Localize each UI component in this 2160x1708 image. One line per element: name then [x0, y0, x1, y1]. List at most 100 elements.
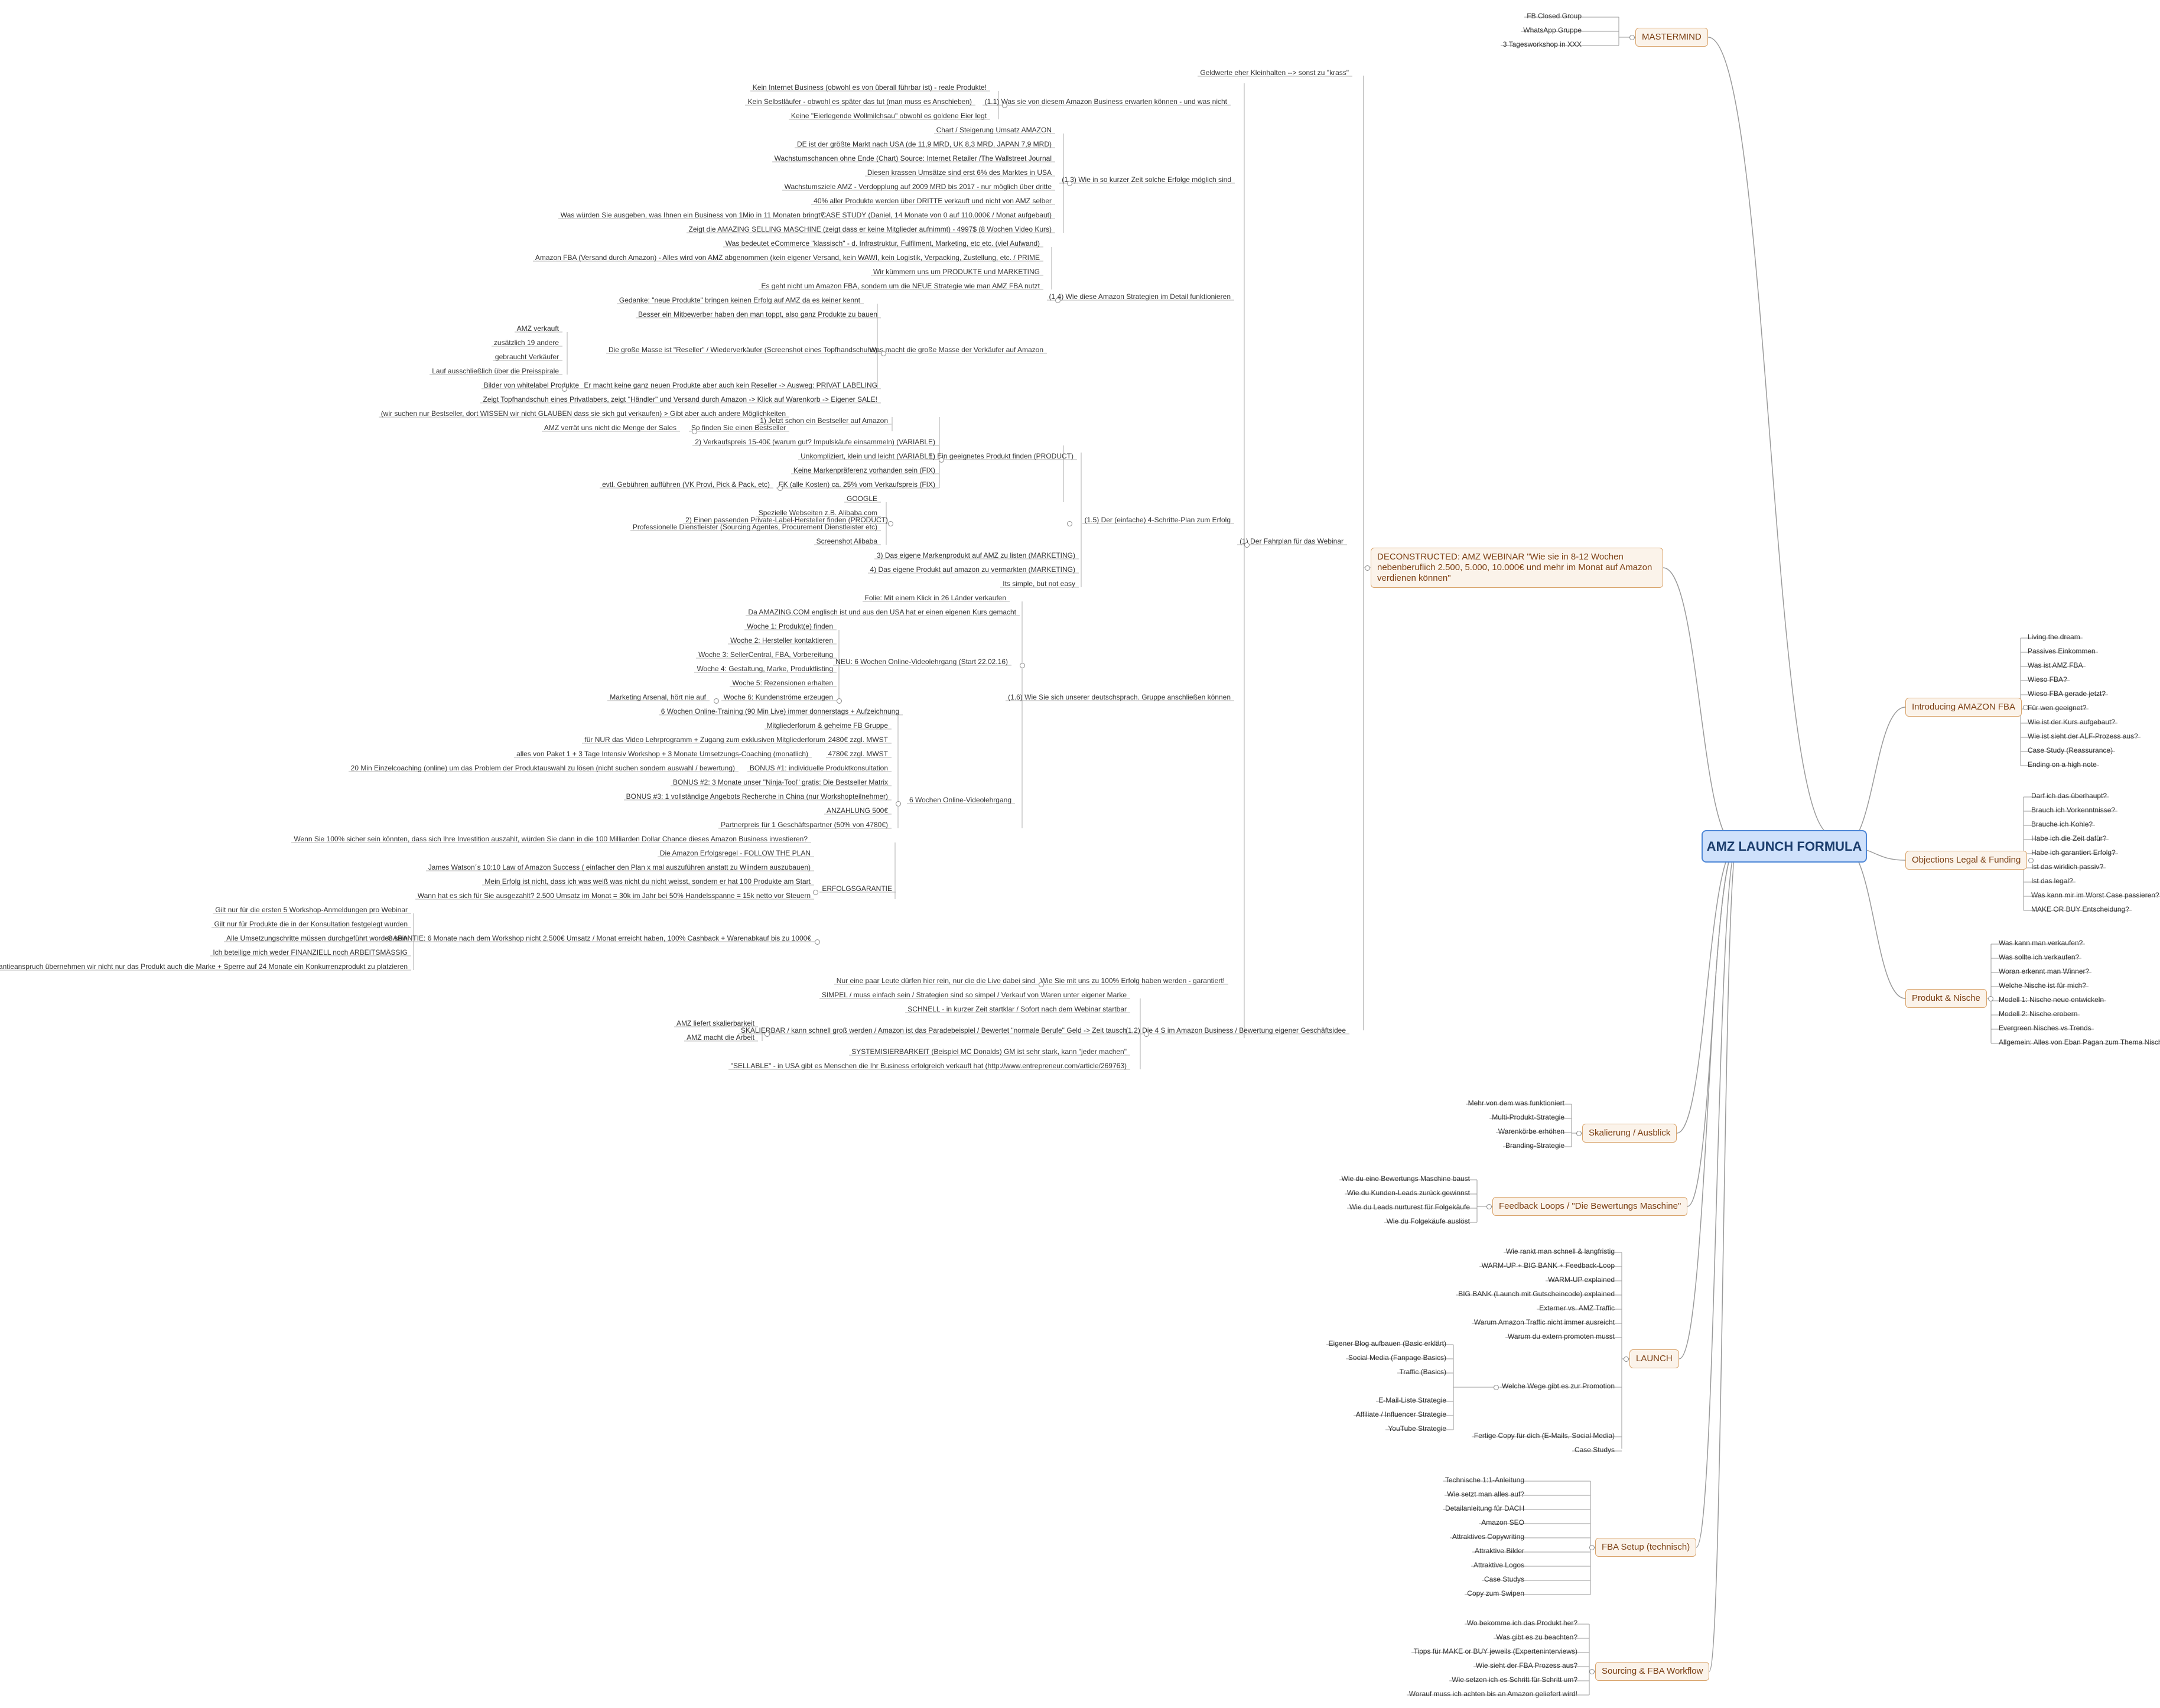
deconstructed-item[interactable]: Folie: Mit einem Klick in 26 Länder verk…	[864, 594, 1006, 602]
introducing-item[interactable]: Für wen geeignet?	[2028, 704, 2087, 712]
deconstructed-item[interactable]: Alle Umsetzungschritte müssen durchgefüh…	[226, 934, 408, 942]
deconstructed-item[interactable]: (1.5) Der (einfache) 4-Schritte-Plan zum…	[1084, 516, 1231, 524]
fba_setup-item[interactable]: Copy zum Swipen	[1467, 1589, 1524, 1598]
collapse-knob[interactable]	[714, 698, 719, 704]
deconstructed-item[interactable]: Gilt nur für Produkte die in der Konsult…	[214, 920, 408, 928]
deconstructed-item[interactable]: SCHNELL - in kurzer Zeit startklar / Sof…	[907, 1005, 1127, 1013]
feedback-item[interactable]: Wie du eine Bewertungs Maschine baust	[1341, 1175, 1470, 1183]
collapse-knob[interactable]	[1020, 663, 1025, 668]
branch-skalierung-ausblick[interactable]: Skalierung / Ausblick	[1582, 1124, 1677, 1143]
fba_setup-item[interactable]: Attraktive Logos	[1473, 1561, 1524, 1569]
introducing-item[interactable]: Wieso FBA?	[2028, 675, 2067, 684]
deconstructed-item[interactable]: Woche 4: Gestaltung, Marke, Produktlisti…	[697, 665, 833, 673]
deconstructed-item[interactable]: Unkompliziert, klein und leicht (VARIABL…	[801, 452, 935, 460]
deconstructed-item[interactable]: (1.1) Was sie von diesem Amazon Business…	[984, 97, 1227, 106]
collapse-knob[interactable]	[1629, 35, 1635, 40]
introducing-item[interactable]: Living the dream	[2028, 633, 2080, 641]
launch-item[interactable]: Affiliate / Influencer Strategie	[1355, 1410, 1446, 1419]
skalierung-item[interactable]: Warenkörbe erhöhen	[1498, 1127, 1564, 1136]
deconstructed-item[interactable]: Geldwerte eher Kleinhalten --> sonst zu …	[1200, 69, 1349, 77]
deconstructed-item[interactable]: 1) Jetzt schon ein Bestseller auf Amazon	[760, 417, 888, 425]
deconstructed-item[interactable]: Keine Markenpräferenz vorhanden sein (FI…	[793, 466, 935, 474]
branch-introducing-amazon-fba[interactable]: Introducing AMAZON FBA	[1905, 698, 2022, 717]
deconstructed-item[interactable]: Wir kümmern uns um PRODUKTE und MARKETIN…	[873, 268, 1040, 276]
fba_setup-item[interactable]: Case Studys	[1484, 1575, 1524, 1583]
deconstructed-item[interactable]: James Watson´s 10:10 Law of Amazon Succe…	[428, 863, 811, 871]
sourcing-item[interactable]: Worauf muss ich achten bis an Amazon gel…	[1408, 1690, 1577, 1698]
collapse-knob[interactable]	[1244, 542, 1250, 548]
collapse-knob[interactable]	[1365, 565, 1370, 571]
deconstructed-item[interactable]: 2) Einen passenden Private-Label-Herstel…	[685, 516, 888, 524]
branch-objections-legal-funding[interactable]: Objections Legal & Funding	[1905, 851, 2028, 870]
deconstructed-item[interactable]: 2480€ zzgl. MWST	[828, 736, 888, 744]
produkt-item[interactable]: Modell 1: Nische neue entwickeln	[1999, 995, 2104, 1004]
collapse-knob[interactable]	[778, 486, 783, 491]
deconstructed-item[interactable]: zusätzlich 19 andere	[493, 339, 559, 347]
deconstructed-item[interactable]: Wie Sie mit uns zu 100% Erfolg haben wer…	[1040, 977, 1225, 985]
launch-item[interactable]: Fertige Copy für dich (E-Mails, Social M…	[1473, 1432, 1615, 1440]
deconstructed-item[interactable]: Woche 3: SellerCentral, FBA, Vorbereitun…	[698, 650, 833, 659]
collapse-knob[interactable]	[2028, 858, 2034, 863]
deconstructed-item[interactable]: (1.6) Wie Sie sich unserer deutschsprach…	[1008, 693, 1231, 701]
deconstructed-item[interactable]: Es geht nicht um Amazon FBA, sondern um …	[761, 282, 1040, 290]
deconstructed-item[interactable]: Was bedeutet eCommerce "klassisch" - d. …	[725, 239, 1040, 248]
deconstructed-item[interactable]: AMZ verrät uns nicht die Menge der Sales	[544, 424, 676, 432]
collapse-knob[interactable]	[1486, 1204, 1492, 1209]
skalierung-item[interactable]: Branding-Strategie	[1505, 1141, 1564, 1150]
introducing-item[interactable]: Case Study (Reassurance)	[2028, 746, 2113, 754]
deconstructed-item[interactable]: Diesen krassen Umsätze sind erst 6% des …	[867, 168, 1052, 177]
collapse-knob[interactable]	[888, 521, 893, 526]
branch-fba-setup[interactable]: FBA Setup (technisch)	[1595, 1538, 1697, 1557]
deconstructed-item[interactable]: Partnerpreis für 1 Geschäftspartner (50%…	[721, 821, 888, 829]
skalierung-item[interactable]: Mehr von dem was funktioniert	[1468, 1099, 1564, 1107]
deconstructed-item[interactable]: Die große Masse ist "Reseller" / Wiederv…	[608, 346, 877, 354]
launch-item[interactable]: YouTube Strategie	[1388, 1424, 1446, 1433]
objections-item[interactable]: Was kann mir im Worst Case passieren?	[2031, 891, 2159, 899]
collapse-knob[interactable]	[815, 939, 820, 945]
launch-item[interactable]: Externer vs. AMZ Traffic	[1539, 1304, 1615, 1312]
deconstructed-item[interactable]: 2) Verkaufspreis 15-40€ (warum gut? Impu…	[695, 438, 935, 446]
deconstructed-item[interactable]: (1.2) Die 4 S im Amazon Business / Bewer…	[1125, 1026, 1346, 1034]
deconstructed-item[interactable]: Gedanke: "neue Produkte" bringen keinen …	[619, 296, 860, 304]
deconstructed-item[interactable]: (1) Der Fahrplan für das Webinar	[1240, 537, 1344, 545]
sourcing-item[interactable]: Tipps für MAKE or BUY jeweils (Experteni…	[1413, 1647, 1577, 1655]
deconstructed-item[interactable]: Besser ein Mitbewerber haben den man top…	[638, 310, 877, 318]
deconstructed-item[interactable]: Professionelle Dienstleister (Sourcing A…	[632, 523, 877, 531]
deconstructed-item[interactable]: Er macht keine ganz neuen Produkte aber …	[584, 381, 877, 389]
deconstructed-item[interactable]: Wann hat es sich für Sie ausgezahlt? 2.5…	[417, 892, 811, 900]
collapse-knob[interactable]	[1067, 521, 1072, 526]
deconstructed-item[interactable]: BONUS #3: 1 vollständige Angebots Recher…	[626, 792, 888, 801]
deconstructed-item[interactable]: Da AMAZING.COM englisch ist und aus den …	[748, 608, 1016, 616]
branch-produkt-nische[interactable]: Produkt & Nische	[1905, 989, 1987, 1008]
produkt-item[interactable]: Allgemein: Alles von Eban Pagan zum Them…	[1999, 1038, 2160, 1046]
deconstructed-item[interactable]: CASE STUDY (Daniel, 14 Monate von 0 auf …	[821, 211, 1052, 219]
collapse-knob[interactable]	[2023, 705, 2028, 710]
objections-item[interactable]: Darf ich das überhaupt?	[2031, 792, 2107, 800]
deconstructed-item[interactable]: evtl. Gebühren aufführen (VK Provi, Pick…	[602, 480, 770, 489]
collapse-knob[interactable]	[1589, 1545, 1595, 1550]
deconstructed-item[interactable]: Bei Garantieanspruch übernehmen wir nich…	[0, 962, 408, 971]
deconstructed-item[interactable]: Its simple, but not easy	[1003, 580, 1075, 588]
deconstructed-item[interactable]: Kein Selbstläufer - obwohl es später das…	[747, 97, 972, 106]
branch-sourcing-fba-workflow[interactable]: Sourcing & FBA Workflow	[1595, 1662, 1710, 1681]
introducing-item[interactable]: Wie ist sieht der ALF-Prozess aus?	[2028, 732, 2138, 740]
launch-item[interactable]: Warum Amazon Traffic nicht immer ausreic…	[1473, 1318, 1615, 1326]
deconstructed-item[interactable]: Chart / Steigerung Umsatz AMAZON	[936, 126, 1052, 134]
deconstructed-item[interactable]: Zeigt die AMAZING SELLING MASCHINE (zeig…	[688, 225, 1052, 233]
launch-item[interactable]: Warum du extern promoten musst	[1508, 1332, 1615, 1341]
deconstructed-item[interactable]: (1.3) Wie in so kurzer Zeit solche Erfol…	[1062, 175, 1231, 184]
fba_setup-item[interactable]: Technische 1:1-Anleitung	[1445, 1476, 1524, 1484]
skalierung-item[interactable]: Multi-Produkt-Strategie	[1492, 1113, 1564, 1121]
launch-item[interactable]: Welche Wege gibt es zur Promotion	[1502, 1382, 1615, 1390]
produkt-item[interactable]: Evergreen Nisches vs Trends	[1999, 1024, 2091, 1032]
deconstructed-item[interactable]: Woche 5: Rezensionen erhalten	[732, 679, 833, 687]
produkt-item[interactable]: Was sollte ich verkaufen?	[1999, 953, 2080, 961]
collapse-knob[interactable]	[765, 1032, 770, 1037]
deconstructed-item[interactable]: für NUR das Video Lehrprogramm + Zugang …	[584, 736, 825, 744]
deconstructed-item[interactable]: Amazon FBA (Versand durch Amazon) - Alle…	[535, 253, 1040, 262]
deconstructed-item[interactable]: DE ist der größte Markt nach USA (de 11,…	[796, 140, 1052, 148]
deconstructed-item[interactable]: So finden Sie einen Bestseller	[691, 424, 786, 432]
launch-item[interactable]: Social Media (Fanpage Basics)	[1348, 1354, 1446, 1362]
objections-item[interactable]: MAKE OR BUY Entscheidung?	[2031, 905, 2129, 913]
collapse-knob[interactable]	[1144, 1032, 1149, 1037]
